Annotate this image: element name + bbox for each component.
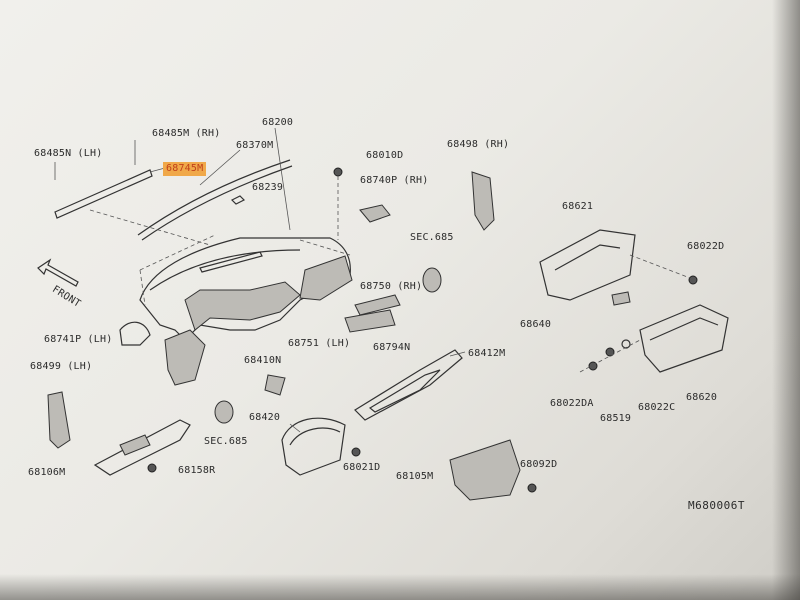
glovebox-lid-inner	[554, 244, 621, 271]
dashboard-right-cluster	[299, 255, 353, 301]
label-68745m-highlight: 68745M	[163, 162, 207, 176]
glovebox-68620-inner	[649, 317, 719, 341]
label-68022d: 68022D	[687, 241, 725, 252]
leader-68745m	[149, 167, 166, 173]
label-68022c: 68022C	[638, 402, 676, 413]
side-panel-68499	[47, 391, 71, 449]
label-68200: 68200	[262, 117, 294, 128]
hinge-68640	[611, 291, 631, 306]
label-68370m: 68370M	[236, 140, 274, 151]
screw-68022d	[688, 275, 698, 285]
label-68741p-lh: 68741P (LH)	[44, 334, 113, 345]
label-68092d: 68092D	[520, 459, 558, 470]
label-68794n: 68794N	[373, 342, 411, 353]
label-68620: 68620	[686, 392, 718, 403]
vent-68741p	[119, 321, 151, 346]
dashboard-frame	[184, 281, 301, 331]
screw-68022d-lead	[629, 254, 691, 279]
lower-panel-68106m	[93, 419, 191, 476]
leader-68370m	[199, 149, 241, 186]
bracket-68410n	[264, 374, 286, 396]
label-68485n-lh: 68485N (LH)	[34, 148, 103, 159]
glovebox-lead	[579, 339, 641, 373]
leader-68420	[289, 423, 301, 433]
cluster-hood-68420-inner	[289, 427, 341, 446]
screw-68022da	[588, 361, 598, 371]
label-68021d: 68021D	[343, 462, 381, 473]
screw-68010d	[333, 167, 343, 177]
label-68106m: 68106M	[28, 467, 66, 478]
cover-strip-long-inner	[141, 165, 293, 241]
label-68022da: 68022DA	[550, 398, 594, 409]
label-68519: 68519	[600, 413, 632, 424]
dashboard-bracket	[164, 329, 206, 386]
label-68420: 68420	[249, 412, 281, 423]
lower-panel-68106m-detail	[119, 434, 151, 456]
label-68621: 68621	[562, 201, 594, 212]
cover-strip-left	[54, 169, 153, 219]
screw-68021d	[351, 447, 361, 457]
cover-strip-long	[137, 159, 291, 236]
console-bracket-68105m	[449, 439, 521, 501]
label-68750-rh: 68750 (RH)	[360, 281, 423, 292]
vent-knob-bottom	[214, 400, 234, 424]
front-arrow-icon	[37, 258, 79, 287]
screw-68092d	[527, 483, 537, 493]
glovebox-lid-68621	[539, 229, 636, 301]
label-68485m-rh: 68485M (RH)	[152, 128, 221, 139]
diagram-code: M680006T	[688, 499, 745, 512]
vent-knob-top	[422, 267, 442, 293]
clip-68158r	[147, 463, 157, 473]
dashboard-top-line	[149, 249, 301, 291]
clip-68239	[230, 195, 246, 205]
label-68410n: 68410N	[244, 355, 282, 366]
dashboard-body	[139, 237, 351, 341]
label-68010d: 68010D	[366, 150, 404, 161]
dashboard-vent-slot	[199, 251, 263, 273]
label-sec685-top: SEC.685	[410, 232, 454, 243]
leader-68200	[274, 127, 291, 231]
leader-68412m	[449, 351, 466, 357]
switch-68751	[344, 309, 396, 333]
switch-68750	[354, 294, 401, 316]
monitor-edge-bottom	[0, 574, 800, 600]
label-68498-rh: 68498 (RH)	[447, 139, 510, 150]
label-68740p-rh: 68740P (RH)	[360, 175, 429, 186]
glovebox-68620	[639, 304, 729, 373]
trim-panel-68412m-inner	[368, 369, 441, 413]
label-68412m: 68412M	[468, 348, 506, 359]
label-68751-lh: 68751 (LH)	[288, 338, 351, 349]
vent-68740p	[359, 204, 391, 223]
label-68640: 68640	[520, 319, 552, 330]
label-68158r: 68158R	[178, 465, 216, 476]
label-68499-lh: 68499 (LH)	[30, 361, 93, 372]
washer-68022c	[621, 339, 631, 349]
trim-panel-68412m	[354, 349, 463, 421]
side-panel-68498	[471, 171, 495, 231]
label-68239: 68239	[252, 182, 284, 193]
cluster-hood-68420	[281, 417, 346, 476]
label-68105m: 68105M	[396, 471, 434, 482]
monitor-edge-right	[772, 0, 800, 600]
dashboard-dashed-outline	[89, 209, 351, 306]
fastener-68519	[605, 347, 615, 357]
label-sec685-bottom: SEC.685	[204, 436, 248, 447]
